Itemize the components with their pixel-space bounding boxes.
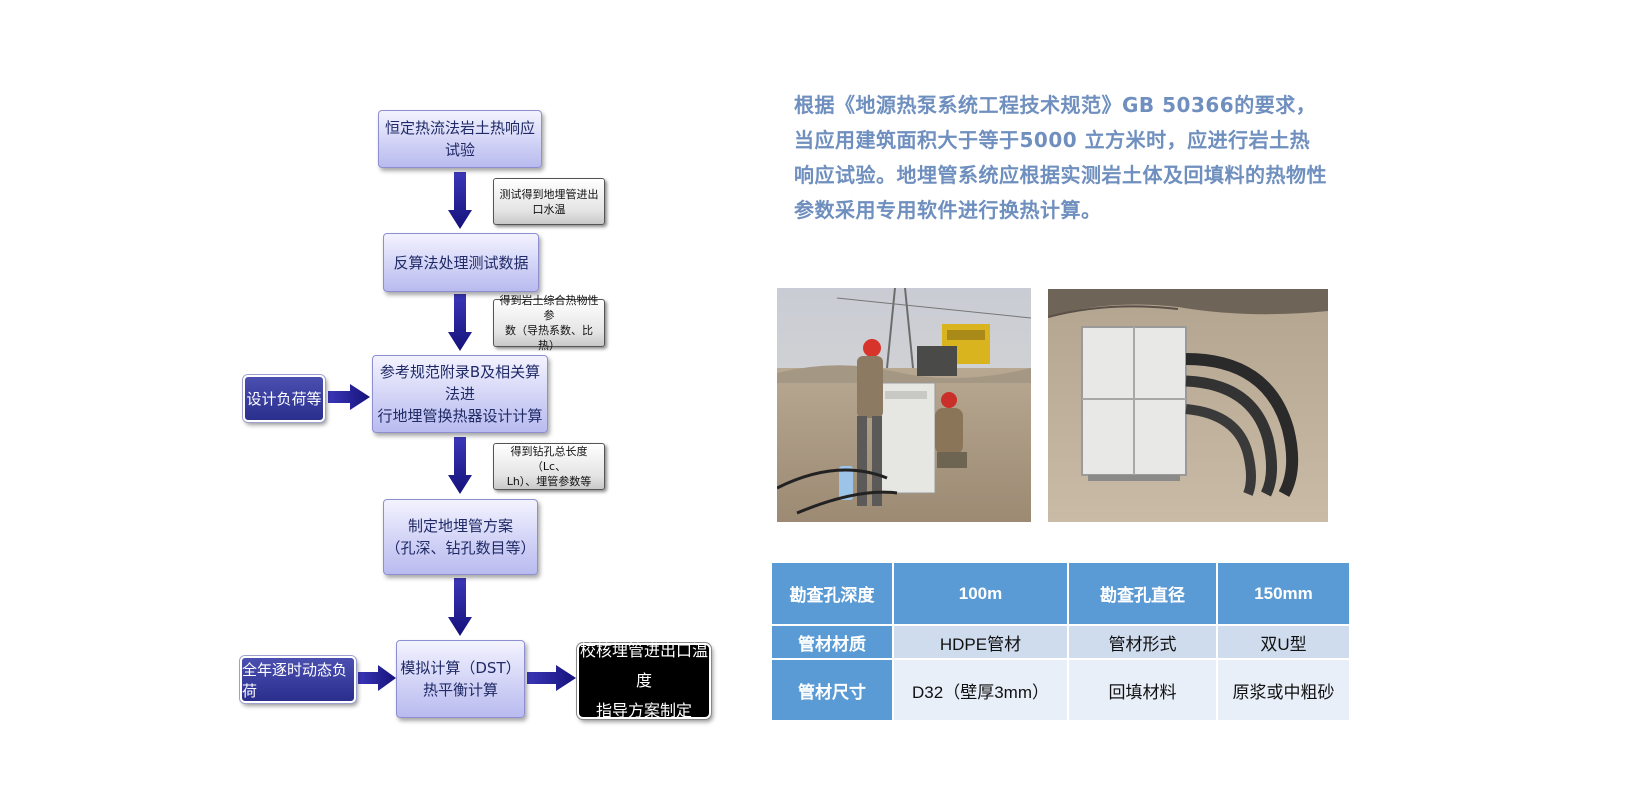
table-cell: 双U型 <box>1216 624 1351 660</box>
flow-note-thermal-properties: 得到岩土综合热物性参 数（导热系数、比热） <box>493 294 605 352</box>
table-cell: 回填材料 <box>1067 658 1218 722</box>
table-row: 管材材质 HDPE管材 管材形式 双U型 <box>770 624 1351 660</box>
flow-note-water-temperature: 测试得到地埋管进出 口水温 <box>493 178 605 225</box>
flowchart-arrows <box>328 172 576 691</box>
down-arrow-3 <box>448 437 472 494</box>
table-cell: 管材形式 <box>1067 624 1218 660</box>
right-arrow-to-output <box>527 665 576 691</box>
table-cell: HDPE管材 <box>892 624 1069 660</box>
table-cell: 150mm <box>1216 561 1351 626</box>
table-cell: 原浆或中粗砂 <box>1216 658 1351 722</box>
table-cell: 管材材质 <box>770 624 894 660</box>
table-row: 管材尺寸 D32（壁厚3mm） 回填材料 原浆或中粗砂 <box>770 658 1351 722</box>
flow-step-heat-exchanger-design: 参考规范附录B及相关算法进 行地埋管换热器设计计算 <box>372 355 548 433</box>
table-cell: 勘查孔深度 <box>770 561 894 626</box>
table-row: 勘查孔深度 100m 勘查孔直径 150mm <box>770 561 1351 626</box>
down-arrow-2 <box>448 294 472 351</box>
right-arrow-design-load <box>328 384 370 410</box>
flow-step-thermal-response-test: 恒定热流法岩土热响应试验 <box>378 110 542 168</box>
flow-output-check-temperature: 校核埋管进出口温度 指导方案制定 <box>577 641 711 720</box>
site-photo-workers-icon <box>777 288 1031 522</box>
flow-step-dst-simulation: 模拟计算（DST） 热平衡计算 <box>396 640 525 718</box>
table-cell: D32（壁厚3mm） <box>892 658 1069 722</box>
site-photo-cabinet-icon <box>1048 289 1328 522</box>
flow-step-pipe-plan: 制定地埋管方案 （孔深、钻孔数目等） <box>383 499 538 575</box>
down-arrow-4 <box>448 578 472 636</box>
down-arrow-1 <box>448 172 472 229</box>
right-arrow-annual-load <box>358 665 396 691</box>
flow-input-annual-dynamic-load: 全年逐时动态负荷 <box>240 656 356 703</box>
specification-table: 勘查孔深度 100m 勘查孔直径 150mm 管材材质 HDPE管材 管材形式 … <box>770 561 1351 722</box>
flow-input-design-load: 设计负荷等 <box>243 375 325 422</box>
table-cell: 勘查孔直径 <box>1067 561 1218 626</box>
flow-note-borehole-length: 得到钻孔总长度（Lc、 Lh）、埋管参数等 <box>493 443 605 490</box>
table-cell: 100m <box>892 561 1069 626</box>
description-paragraph: 根据《地源热泵系统工程技术规范》GB 50366的要求，当应用建筑面积大于等于5… <box>794 93 1327 222</box>
table-cell: 管材尺寸 <box>770 658 894 722</box>
flow-step-back-calculation: 反算法处理测试数据 <box>383 233 539 292</box>
